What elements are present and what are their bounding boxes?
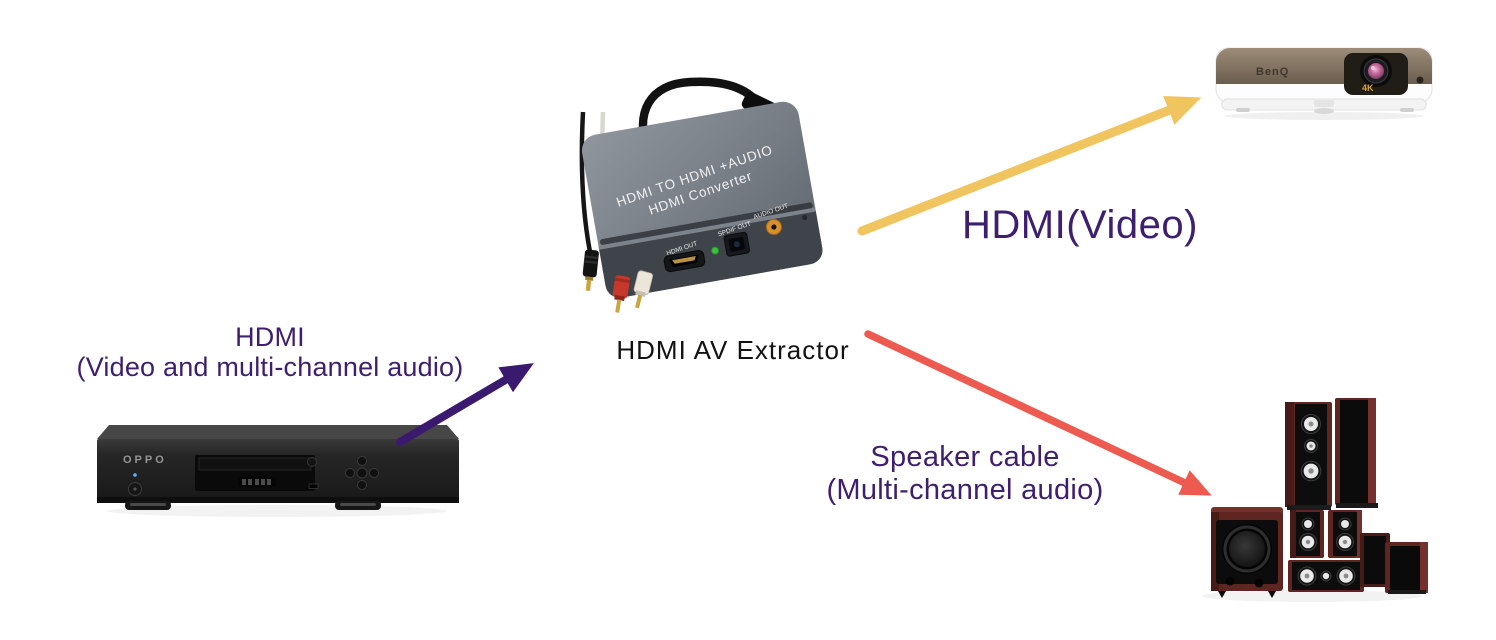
arrow-speaker-cable xyxy=(864,330,1212,496)
speaker-cable-label-line2: (Multi-channel audio) xyxy=(826,474,1104,506)
ir-sensor xyxy=(1416,76,1424,84)
hdmi-out-port xyxy=(663,250,706,273)
screw-right xyxy=(802,214,808,221)
bookshelf-speaker-left xyxy=(1290,510,1324,558)
speaker-system-image xyxy=(1202,398,1428,602)
speaker-cable-label-line1: Speaker cable xyxy=(870,441,1060,473)
eject-button xyxy=(307,457,317,467)
tower-speaker-left xyxy=(1285,402,1332,510)
source-cable-label-line2: (Video and multi-channel audio) xyxy=(76,352,464,382)
4k-badge: 4K xyxy=(1362,83,1374,93)
usb-port xyxy=(308,483,319,489)
extractor-front-panel xyxy=(598,209,823,298)
dpad-buttons xyxy=(345,456,379,490)
audio-out-jack xyxy=(765,219,782,236)
projector-base xyxy=(1221,98,1427,114)
surround-speaker-left xyxy=(1360,533,1390,587)
surround-speaker-right xyxy=(1385,542,1428,594)
player-feet xyxy=(125,501,381,510)
oppo-logo: OPPO xyxy=(123,454,167,466)
status-led xyxy=(711,246,720,255)
projector-lens: 4K xyxy=(1344,53,1408,95)
hdmi-cable xyxy=(638,77,763,157)
display-digits xyxy=(242,479,271,485)
hdmi-extractor-image: HDMI TO HDMI +AUDIO HDMI Converter HDMI … xyxy=(579,77,823,313)
bluray-player-image: OPPO xyxy=(97,425,459,517)
analog-cable-black xyxy=(579,111,593,253)
speaker-cable-label: Speaker cable (Multi-channel audio) xyxy=(780,441,1150,507)
tower-speaker-right xyxy=(1335,398,1378,508)
subwoofer xyxy=(1211,507,1283,598)
source-cable-label: HDMI (Video and multi-channel audio) xyxy=(40,322,500,382)
projector-image: BenQ 4K xyxy=(1215,47,1433,120)
spdif-port xyxy=(723,231,750,257)
extractor-caption: HDMI AV Extractor xyxy=(616,335,850,365)
arrow-hdmi-video xyxy=(857,95,1202,236)
power-led xyxy=(133,473,137,477)
center-channel-speaker xyxy=(1288,560,1364,592)
benq-logo: BenQ xyxy=(1256,66,1289,78)
rca-plug-white xyxy=(633,270,654,309)
arrow-hdmi-source xyxy=(396,363,534,446)
source-cable-label-line1: HDMI xyxy=(235,322,305,352)
rca-plug-red xyxy=(612,275,630,313)
bookshelf-speaker-right xyxy=(1328,510,1362,558)
video-cable-label: HDMI(Video) xyxy=(962,203,1198,247)
aux-plug xyxy=(582,249,599,292)
